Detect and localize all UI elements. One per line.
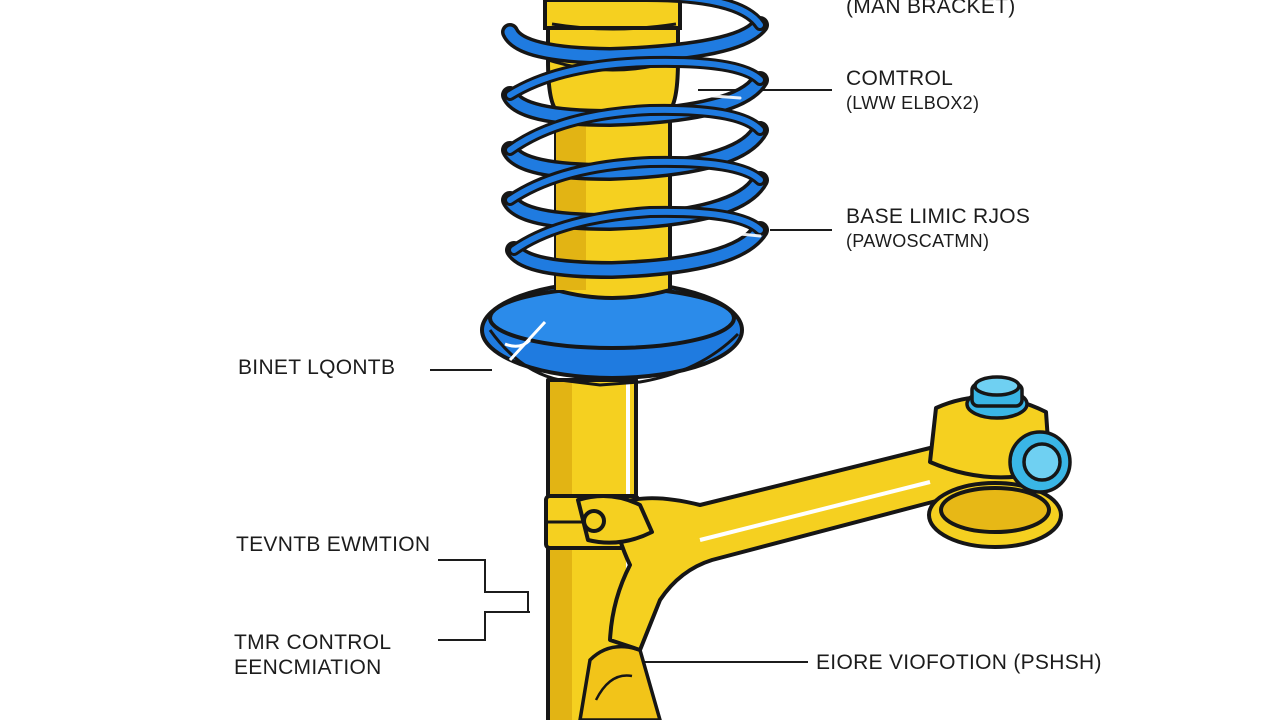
label-tie-rod-text: TEVNTB EWMTION [236, 533, 431, 556]
label-top-partial: (MAN BRACKET) [846, 0, 1016, 19]
spring-seat [480, 280, 744, 387]
leader-tie-rod [438, 559, 529, 612]
label-bnet-lgonte: BINET LQONTB [238, 355, 395, 380]
label-tmr-control: TMR CONTROL EENCMIATION [234, 630, 391, 680]
label-bottom-right: EIORE VIOFOTION (PSHSH) [816, 650, 1102, 675]
label-tmr-control-line1: TMR CONTROL [234, 631, 392, 654]
label-tmr-control-line2: EENCMIATION [234, 656, 382, 679]
leader-tmr-control [438, 611, 530, 641]
label-top-partial-text: (MAN BRACKET) [846, 0, 1016, 18]
label-control-arm-line1: COMTROL [846, 67, 954, 90]
bolt-side [1008, 430, 1072, 494]
bolt-top [965, 375, 1029, 420]
label-control-arm-line2: (LWW ELBOX2) [846, 93, 980, 113]
label-base-mount-line2: (PAWOSCATMN) [846, 231, 990, 251]
label-bottom-right-text: EIORE VIOFOTION (PSHSH) [816, 651, 1102, 674]
coil-spring [501, 0, 769, 280]
label-base-mount-line1: BASE LIMIC RJOS [846, 205, 1031, 228]
label-control-arm: COMTROL (LWW ELBOX2) [846, 66, 979, 116]
label-bnet-lgonte-text: BINET LQONTB [238, 356, 396, 379]
label-tie-rod: TEVNTB EWMTION [236, 532, 430, 557]
lower-mount-bracket [578, 644, 662, 720]
control-arm [576, 394, 1063, 652]
label-base-mount: BASE LIMIC RJOS (PAWOSCATMN) [846, 204, 1030, 254]
leader-lines [430, 89, 832, 663]
